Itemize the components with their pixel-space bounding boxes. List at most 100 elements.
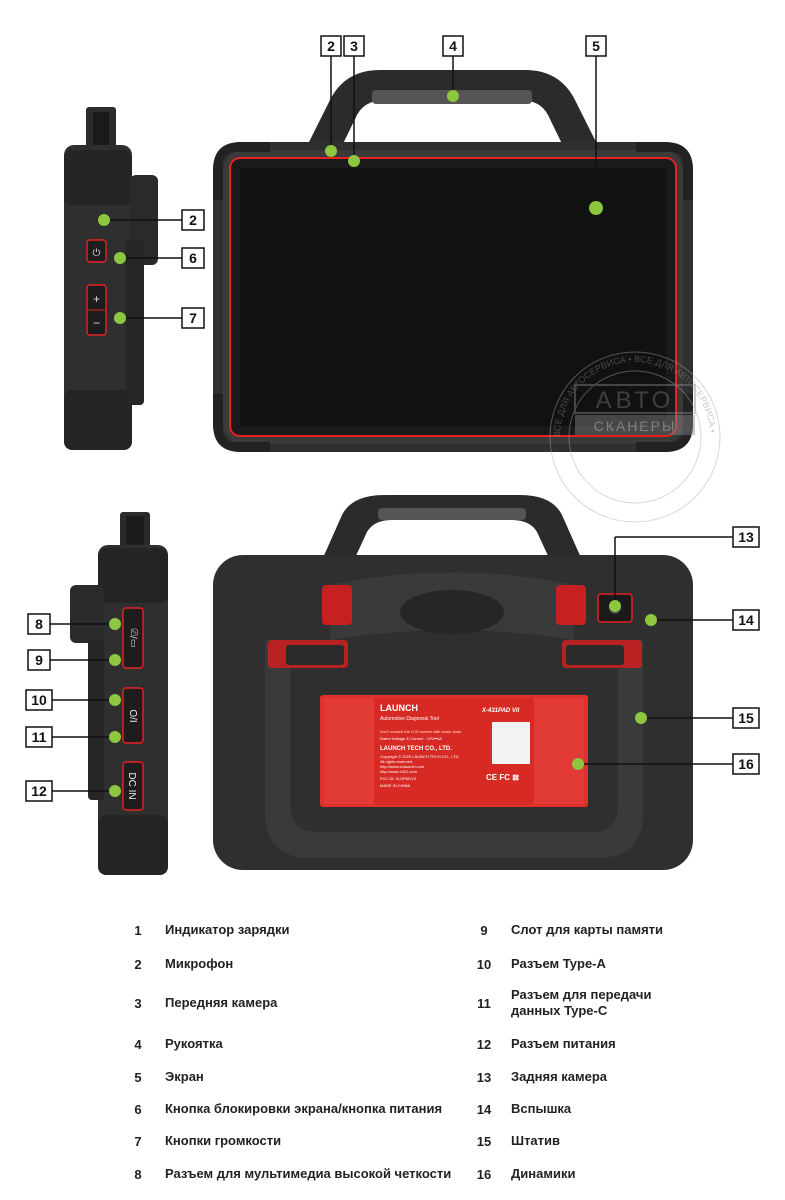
watermark-line1: АВТО: [596, 387, 675, 414]
legend-item-9: 9 Слот для карты памяти: [473, 922, 663, 938]
callout-lines: [50, 55, 733, 792]
power-button-icon: ⏻: [93, 248, 101, 259]
legend-label: Кнопки громкости: [165, 1133, 282, 1148]
legend-item-6: 6 Кнопка блокировки экрана/кнопка питани…: [127, 1101, 442, 1117]
legend-item-16: 16 Динамики: [473, 1166, 576, 1182]
legend-item-15: 15 Штатив: [473, 1133, 560, 1149]
svg-text:2: 2: [327, 38, 335, 54]
legend-label: Кнопка блокировки экрана/кнопка питания: [165, 1101, 443, 1116]
qr-sticker: [492, 722, 530, 764]
callout-boxes: 2 3 4 5 2 6 7 8: [25, 35, 760, 802]
legend-item-10: 10 Разъем Type-A: [473, 956, 606, 972]
legend-label: Микрофон: [165, 956, 234, 971]
callout-dots: [98, 90, 657, 797]
dc-in-port-panel: [122, 761, 144, 811]
legend-number: 2: [134, 956, 142, 972]
callout-box-16: 16: [732, 753, 760, 775]
svg-text:12: 12: [31, 783, 47, 799]
watermark-line2: СКАНЕРЫ: [594, 418, 677, 434]
label-fcc: FCC ID: XUJPADVII: [380, 776, 416, 781]
label-subtitle: Automotive Diagnosis Tool: [380, 716, 439, 722]
front-view: [213, 70, 693, 452]
back-view: LAUNCH Automotive Diagnosis Tool X-431PA…: [213, 495, 693, 870]
legend-number: 10: [476, 956, 492, 972]
legend-number: 8: [134, 1166, 142, 1182]
label-made: MADE IN CHINA: [380, 783, 411, 788]
legend-number: 3: [134, 995, 142, 1011]
svg-text:14: 14: [738, 612, 754, 628]
legend-label: Вспышка: [511, 1101, 572, 1116]
svg-text:10: 10: [31, 692, 47, 708]
label-rights: All rights reserved.: [380, 759, 413, 764]
label-model: X-431PAD VII: [481, 708, 520, 714]
legend-label: Экран: [165, 1069, 204, 1084]
legend-number: 4: [134, 1036, 142, 1052]
label-rating: Rated Voltage & Current : 12V⎓4A: [380, 736, 442, 741]
callout-box-2a: 2: [320, 35, 342, 57]
callout-box-15: 15: [732, 707, 760, 729]
kickstand-frame: [265, 640, 643, 858]
legend-item-14: 14 Вспышка: [473, 1101, 571, 1117]
callout-box-12: 12: [25, 780, 53, 802]
legend-number: 14: [476, 1101, 492, 1117]
callout-box-7: 7: [181, 307, 205, 329]
svg-text:11: 11: [32, 729, 47, 745]
legend-label: Штатив: [511, 1133, 561, 1148]
type-a-port-label: O/I: [127, 709, 138, 722]
type-a-port-panel: [122, 687, 144, 744]
callout-box-2b: 2: [181, 209, 205, 231]
label-warning: Don't scratch the LCD screen with sharp …: [380, 729, 461, 734]
svg-text:15: 15: [738, 710, 754, 726]
legend-item-8: 8 Разъем для мультимедиа высокой четкост…: [127, 1166, 451, 1182]
legend-number: 15: [476, 1133, 492, 1149]
legend-number: 11: [477, 995, 491, 1011]
legend-label: Индикатор зарядки: [165, 922, 290, 937]
svg-text:4: 4: [449, 38, 457, 54]
svg-text:9: 9: [35, 652, 43, 668]
legend-item-3: 3 Передняя камера: [127, 995, 277, 1011]
legend-number: 7: [134, 1133, 142, 1149]
legend-number: 13: [476, 1069, 492, 1085]
label-brand: LAUNCH: [380, 703, 418, 713]
callout-box-4: 4: [442, 35, 464, 57]
legend-label: Разъем для мультимедиа высокой четкости: [165, 1166, 452, 1181]
label-site2: http://www.x431.com: [380, 769, 418, 774]
legend-label: Разъем питания: [511, 1036, 616, 1051]
speaker-grille-right: [534, 698, 584, 804]
legend-item-12: 12 Разъем питания: [473, 1036, 616, 1052]
power-button[interactable]: [86, 239, 107, 263]
label-site1: http://www.cnlaunch.com: [380, 764, 425, 769]
hdmi-port-panel: [122, 607, 144, 669]
side-view-top: ⏻ + −: [64, 107, 158, 450]
svg-text:5: 5: [592, 38, 600, 54]
callout-box-3: 3: [343, 35, 365, 57]
side-view-bottom: ⎚/▭ O/I DC IN: [70, 512, 168, 875]
callout-box-5: 5: [585, 35, 607, 57]
legend-label: Передняя камера: [165, 995, 278, 1010]
legend-number: 5: [134, 1069, 142, 1085]
dc-in-port-label: DC IN: [126, 772, 137, 799]
legend-label: Разъем для передачи данных Type-C: [511, 987, 652, 1018]
svg-text:8: 8: [35, 616, 43, 632]
legend-label: Задняя камера: [511, 1069, 608, 1084]
legend-item-7: 7 Кнопки громкости: [127, 1133, 281, 1149]
legend-item-13: 13 Задняя камера: [473, 1069, 607, 1085]
callout-box-14: 14: [732, 609, 760, 631]
svg-text:13: 13: [738, 529, 754, 545]
legend-number: 12: [476, 1036, 492, 1052]
callout-box-11: 11: [25, 726, 53, 748]
legend-label: Разъем Type-A: [511, 956, 606, 971]
legend-label: Рукоятка: [165, 1036, 223, 1051]
callout-box-13: 13: [732, 526, 760, 548]
volume-plus-icon: +: [93, 292, 100, 306]
legend-label: Динамики: [511, 1166, 576, 1181]
legend-number: 9: [480, 922, 488, 938]
hdmi-port-icon: ⎚/▭: [128, 629, 138, 648]
back-handle: [322, 495, 582, 560]
volume-minus-icon: −: [93, 316, 100, 330]
label-company: LAUNCH TECH CO., LTD.: [380, 746, 452, 752]
svg-text:3: 3: [350, 38, 358, 54]
svg-text:6: 6: [189, 250, 197, 266]
callout-box-8: 8: [27, 613, 51, 635]
screen: [240, 168, 666, 426]
